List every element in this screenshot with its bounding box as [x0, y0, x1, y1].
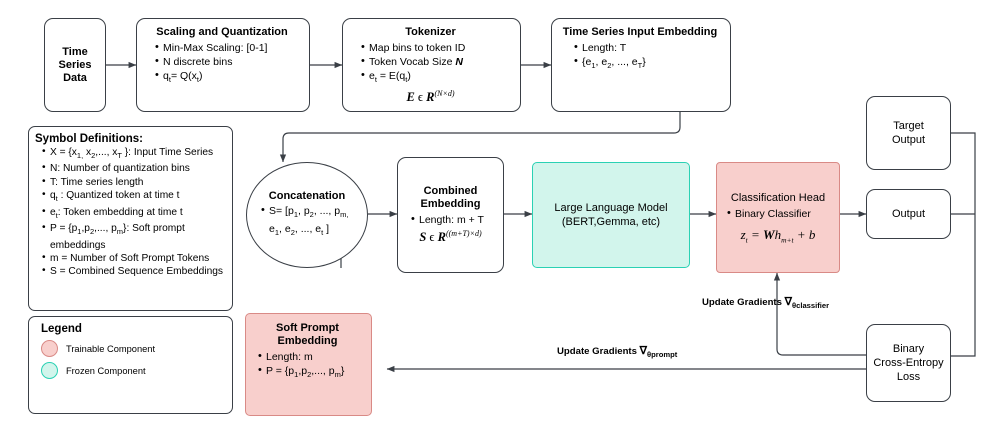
node-tokenizer-formula: E ϵ R(N×d)	[406, 89, 455, 105]
node-time-series-data[interactable]: Time Series Data	[44, 18, 106, 112]
node-llm-title: Large Language Model (BERT,Gemma, etc)	[554, 202, 668, 228]
edge-loss-to-classifier-gradient	[773, 272, 866, 356]
definition-item: S = Combined Sequence Embeddings	[42, 264, 227, 278]
node-ts-input-embedding-title: Time Series Input Embedding	[562, 26, 718, 38]
node-tokenizer[interactable]: Tokenizer Map bins to token ID Token Voc…	[342, 18, 521, 112]
node-soft-prompt-title: Soft Prompt Embedding	[276, 322, 339, 347]
bullet: Map bins to token ID	[361, 40, 512, 55]
bullet: qt= Q(xt)	[155, 68, 301, 87]
label-classifier-gradient: Update Gradients ∇θclassifier	[702, 296, 830, 310]
definition-item: qt : Quantized token at time t	[42, 188, 227, 205]
node-scaling-quantization[interactable]: Scaling and Quantization Min-Max Scaling…	[136, 18, 310, 112]
legend-item-label: Trainable Component	[66, 343, 156, 354]
node-classification-head-bullets: Binary Classifier	[721, 206, 835, 221]
node-bce-loss[interactable]: Binary Cross-Entropy Loss	[866, 324, 951, 402]
node-soft-prompt-bullets: Length: m P = {p1,p2,..., pm}	[250, 349, 365, 382]
symbol-definitions-title: Symbol Definitions:	[35, 133, 143, 145]
frozen-swatch-icon	[41, 362, 58, 379]
node-bce-loss-title: Binary Cross-Entropy Loss	[873, 343, 944, 383]
node-classification-head[interactable]: Classification Head Binary Classifier zt…	[716, 162, 840, 273]
bullet: {e1, e2, ..., eT}	[574, 54, 722, 73]
node-combined-embedding-bullets: Length: m + T	[403, 212, 498, 227]
definition-item: et: Token embedding at time t	[42, 205, 227, 222]
node-time-series-data-title: Time Series Data	[58, 45, 92, 84]
node-concatenation-bullets: S= [p1, p2, ..., pm, e1, e2, ..., et ]	[254, 203, 360, 240]
trainable-swatch-icon	[41, 340, 58, 357]
definition-item: X = {x1, x2,..., xT }: Input Time Series	[42, 145, 227, 162]
panel-legend: Legend Trainable Component Frozen Compon…	[28, 316, 233, 414]
bullet: S= [p1, p2, ..., pm, e1, e2, ..., et ]	[261, 203, 360, 240]
bullet: et = E(qt)	[361, 68, 512, 87]
bullet: Length: m	[258, 349, 365, 364]
node-soft-prompt-embedding[interactable]: Soft Prompt Embedding Length: m P = {p1,…	[245, 313, 372, 416]
bullet: P = {p1,p2,..., pm}	[258, 363, 365, 382]
label-prompt-gradient: Update Gradients ∇θprompt	[557, 345, 678, 359]
node-classification-head-formula: zt = Whm+t + b	[740, 226, 816, 245]
node-tokenizer-bullets: Map bins to token ID Token Vocab Size N …	[349, 40, 512, 87]
node-combined-embedding-formula: S ϵ R((m+T)×d)	[419, 228, 482, 245]
node-output-title: Output	[891, 208, 926, 220]
definition-item: m = Number of Soft Prompt Tokens	[42, 251, 227, 265]
bullet: Token Vocab Size N	[361, 54, 512, 69]
legend-title: Legend	[41, 323, 82, 335]
bullet: Min-Max Scaling: [0-1]	[155, 40, 301, 55]
definition-item: T: Time series length	[42, 175, 227, 189]
node-target-output-title: Target Output	[891, 120, 926, 146]
panel-symbol-definitions: Symbol Definitions: X = {x1, x2,..., xT …	[28, 126, 233, 311]
node-ts-input-embedding[interactable]: Time Series Input Embedding Length: T {e…	[551, 18, 731, 112]
legend-item-label: Frozen Component	[66, 365, 146, 376]
bullet: Length: m + T	[411, 212, 498, 227]
edge-target-to-loss	[936, 132, 976, 360]
node-output[interactable]: Output	[866, 189, 951, 239]
legend-item-frozen: Frozen Component	[41, 362, 232, 379]
node-concatenation[interactable]: Concatenation S= [p1, p2, ..., pm, e1, e…	[246, 162, 368, 268]
bullet: Length: T	[574, 40, 722, 55]
bullet: N discrete bins	[155, 54, 301, 69]
node-scaling-bullets: Min-Max Scaling: [0-1] N discrete bins q…	[143, 40, 301, 87]
legend-item-trainable: Trainable Component	[41, 340, 232, 357]
bullet: Binary Classifier	[727, 206, 835, 221]
node-combined-embedding-title: Combined Embedding	[420, 184, 481, 210]
node-combined-embedding[interactable]: Combined Embedding Length: m + T S ϵ R((…	[397, 157, 504, 273]
symbol-definitions-list: X = {x1, x2,..., xT }: Input Time Series…	[33, 145, 227, 279]
definition-item: N: Number of quantization bins	[42, 161, 227, 175]
node-scaling-title: Scaling and Quantization	[156, 26, 288, 38]
node-ts-input-embedding-bullets: Length: T {e1, e2, ..., eT}	[558, 40, 722, 73]
edge-embedding-to-concat	[279, 108, 681, 163]
definition-item: P = {p1,p2,..., pm}: Soft prompt embeddi…	[42, 221, 227, 252]
node-tokenizer-title: Tokenizer	[405, 26, 456, 38]
node-concatenation-title: Concatenation	[268, 189, 346, 202]
node-target-output[interactable]: Target Output	[866, 96, 951, 170]
node-classification-head-title: Classification Head	[730, 191, 826, 204]
node-large-language-model[interactable]: Large Language Model (BERT,Gemma, etc)	[532, 162, 690, 268]
